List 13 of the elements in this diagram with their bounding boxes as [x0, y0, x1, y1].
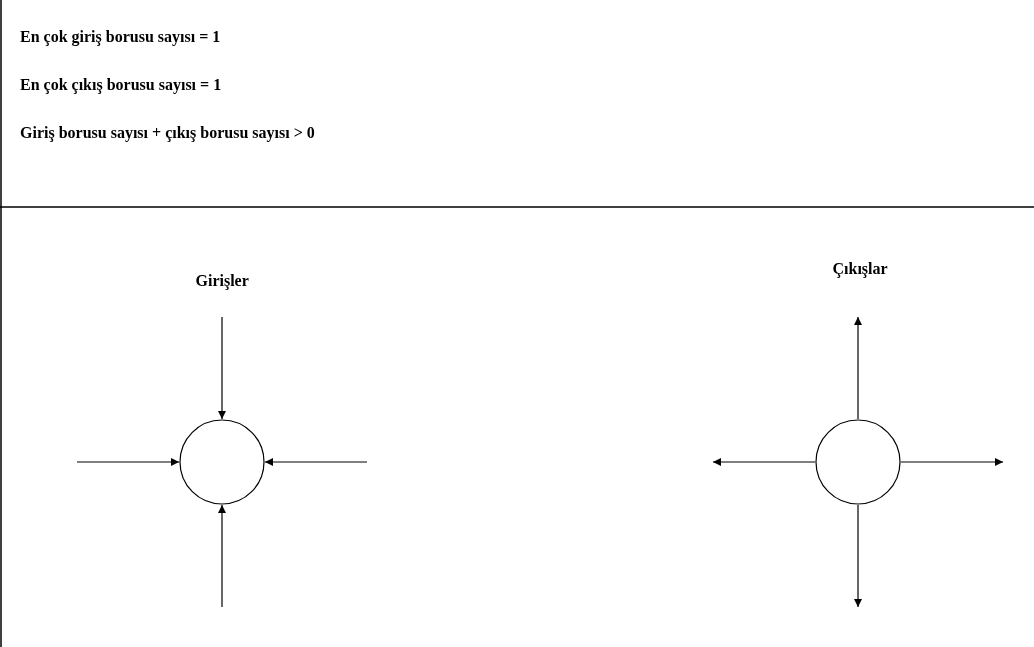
arrow [76, 457, 180, 467]
arrow [264, 457, 368, 467]
group-heading: Girişler [195, 272, 249, 290]
arrow [712, 457, 816, 467]
arrow [900, 457, 1004, 467]
arrow [853, 504, 863, 608]
rule-text: En çok çıkış borusu sayısı = 1 [20, 76, 222, 94]
arrow [853, 316, 863, 420]
arrow [217, 316, 227, 420]
arrow [217, 504, 227, 608]
rule-text: Giriş borusu sayısı + çıkış borusu sayısı > 0 [20, 124, 315, 142]
group-heading: Çıkışlar [832, 260, 888, 278]
rule-text: En çok giriş borusu sayısı = 1 [20, 28, 221, 46]
